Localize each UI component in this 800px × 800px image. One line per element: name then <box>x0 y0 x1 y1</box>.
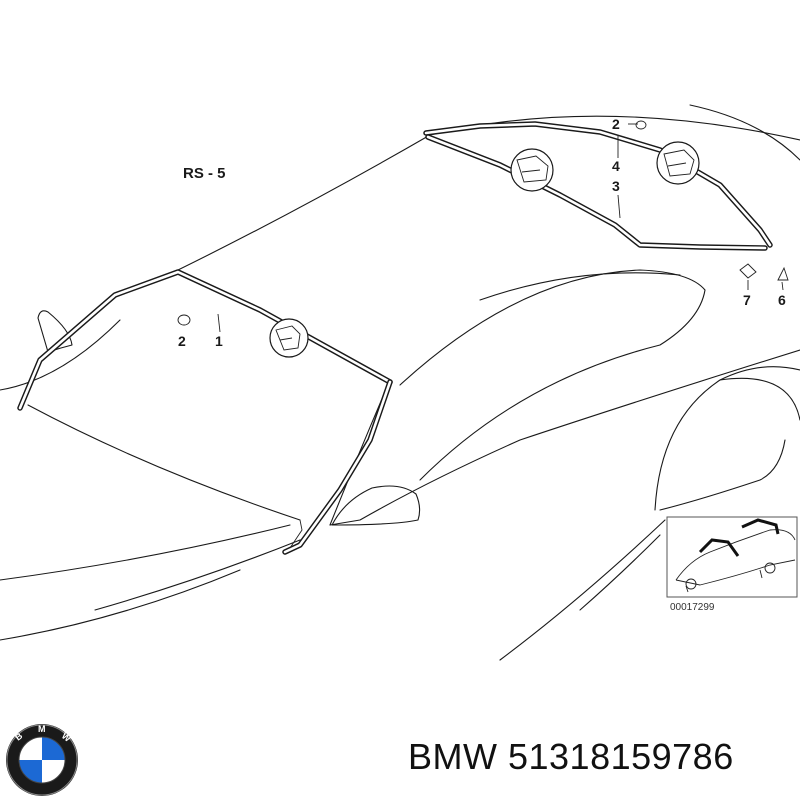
part-caption: BMW 51318159786 <box>408 736 734 777</box>
callout-2-rear: 2 <box>612 116 620 132</box>
bmw-logo-icon: B M W <box>6 724 78 796</box>
part-7-icon <box>739 263 757 279</box>
callout-6: 6 <box>778 292 786 308</box>
part-6-icon <box>777 266 789 281</box>
clip-front-icon <box>177 314 191 326</box>
callout-7: 7 <box>743 292 751 308</box>
callout-2-front: 2 <box>178 333 186 349</box>
svg-text:B: B <box>13 730 25 742</box>
windshield-seal <box>17 269 393 555</box>
detail-bubble-rear-left <box>510 148 554 192</box>
leader-lines <box>217 123 784 333</box>
diagram-title: RS - 5 <box>183 165 226 182</box>
clip-rear-icon <box>635 120 647 130</box>
detail-bubble-front <box>269 318 309 358</box>
detail-bubble-rear-right <box>656 141 700 185</box>
inset-thumbnail: 00017299 <box>666 516 798 613</box>
callout-4: 4 <box>612 158 620 174</box>
svg-text:M: M <box>38 724 46 734</box>
car-body-outline <box>0 104 800 661</box>
callout-1: 1 <box>215 333 223 349</box>
rear-window-seal <box>423 121 773 251</box>
reference-number: 00017299 <box>670 602 715 613</box>
callout-3: 3 <box>612 178 620 194</box>
